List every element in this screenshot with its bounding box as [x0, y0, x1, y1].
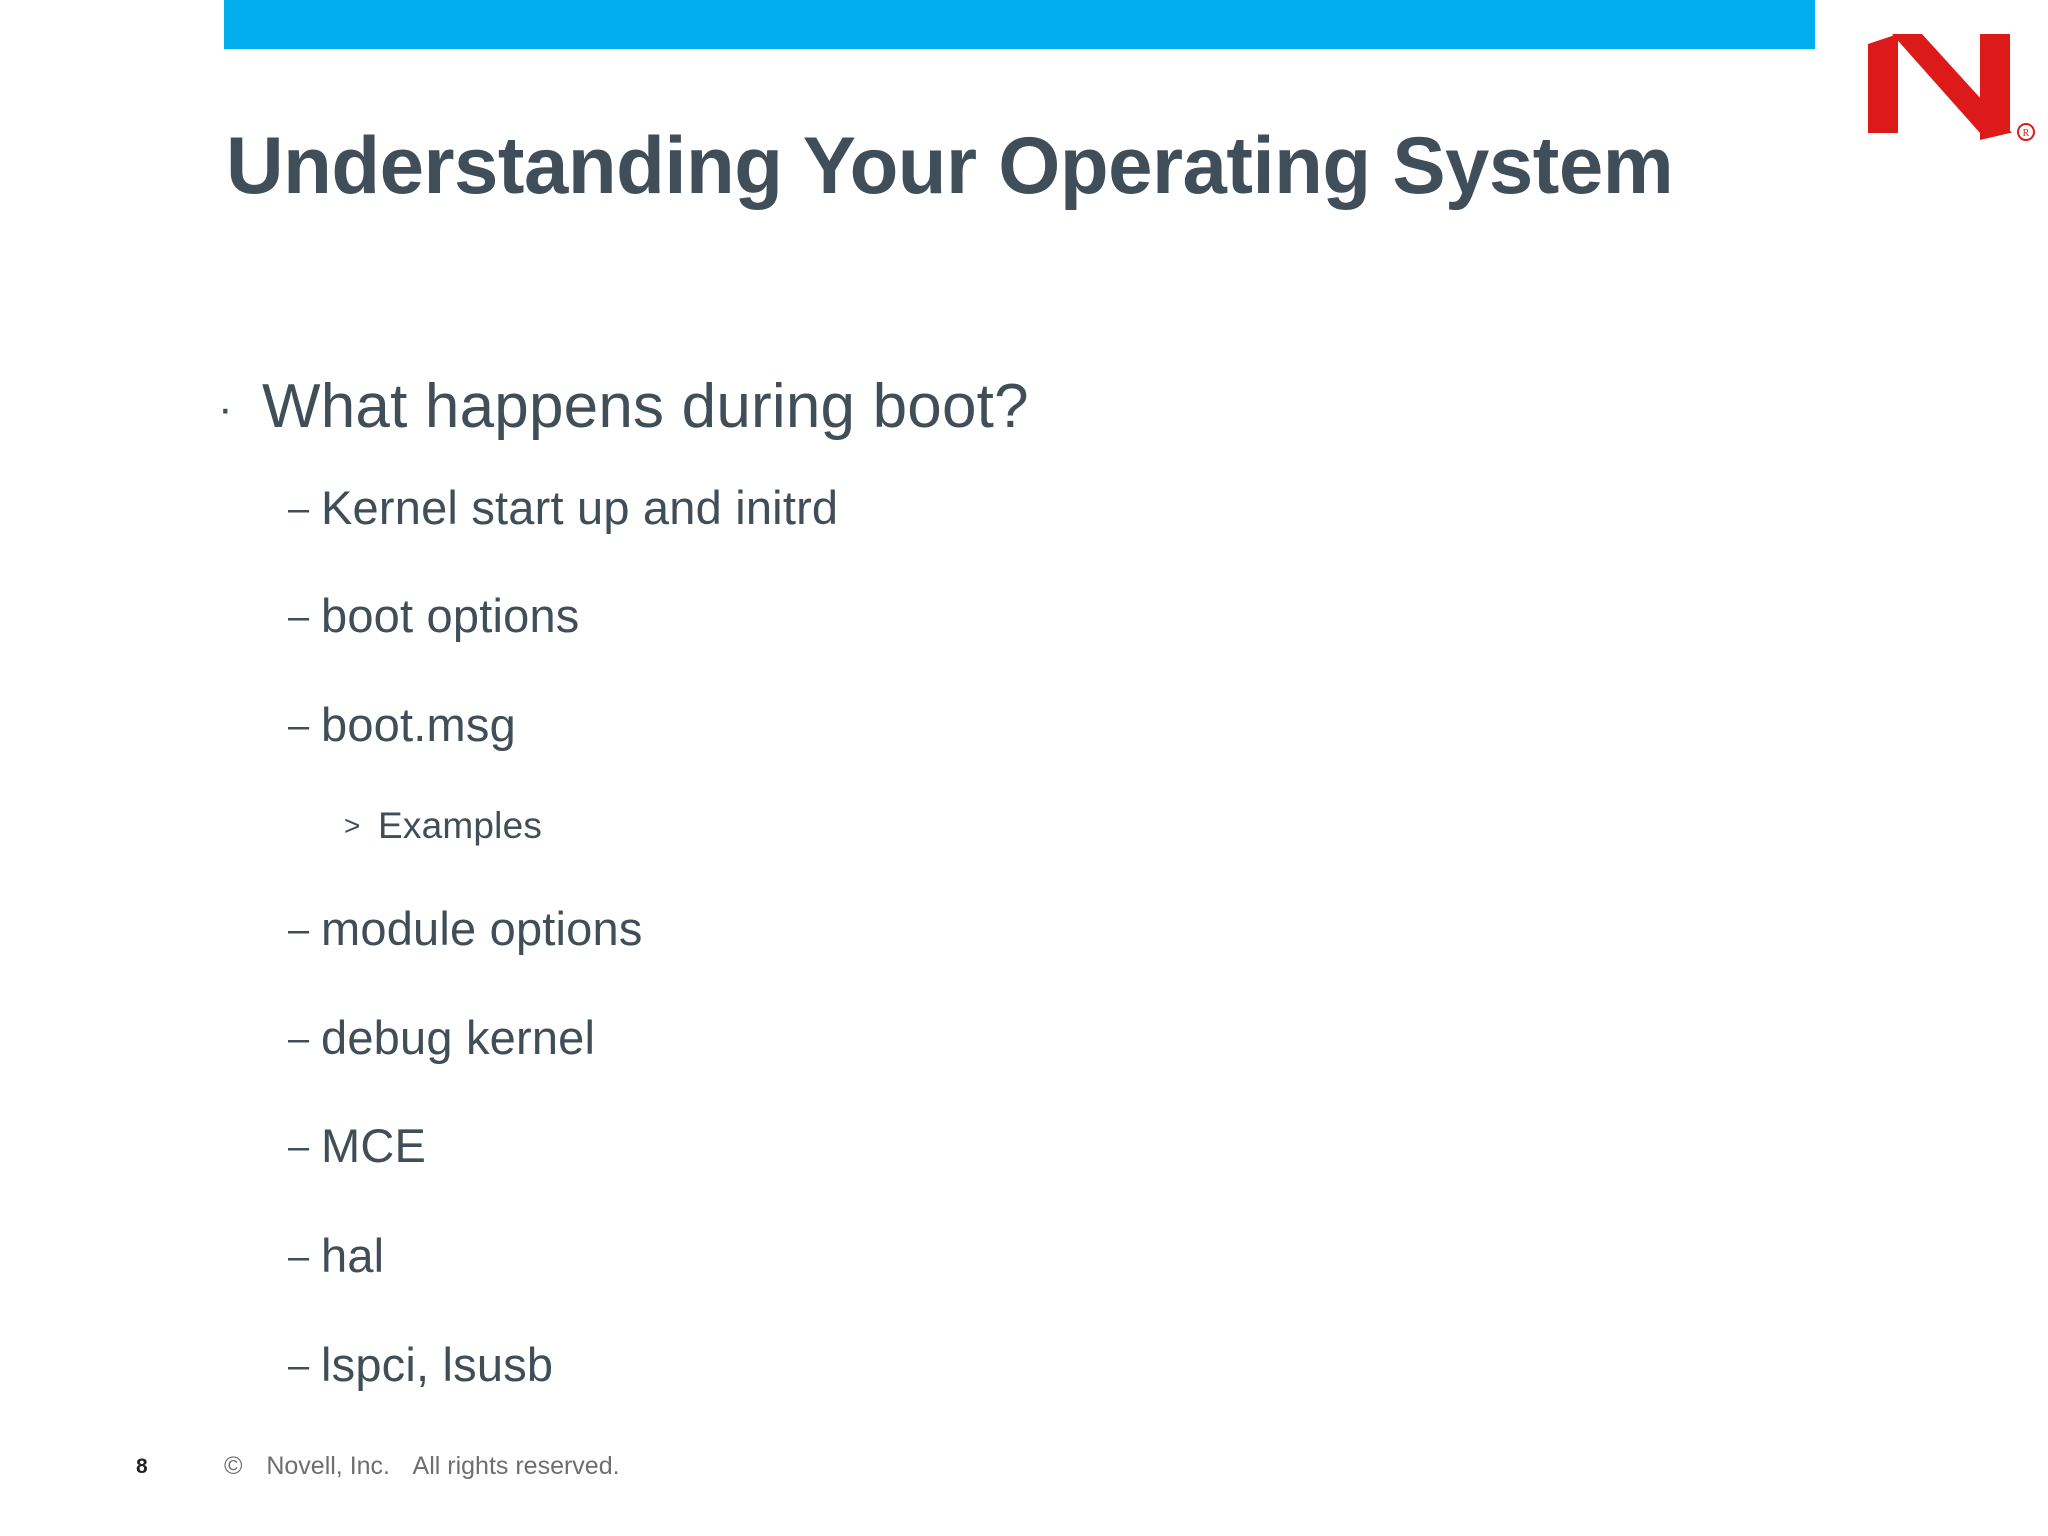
bullet-level2-label: module options	[321, 902, 643, 955]
bullet-level2-label: MCE	[321, 1119, 427, 1172]
bullet-level2-module-options: – module options	[288, 901, 643, 961]
novell-logo: R	[1862, 28, 2042, 148]
bullet-level2-hal: – hal	[288, 1228, 384, 1288]
bullet-dash-icon: –	[288, 488, 310, 530]
bullet-level2-label: lspci, lsusb	[321, 1338, 554, 1391]
bullet-level1-what-happens-during-boot: · What happens during boot?	[218, 372, 1029, 448]
bullet-dash-icon: –	[288, 705, 310, 747]
registered-mark-icon: R	[2017, 123, 2035, 141]
bullet-level2-kernel-start-up-and-initrd: – Kernel start up and initrd	[288, 480, 838, 540]
page-number: 8	[136, 1455, 148, 1478]
bullet-dash-icon: –	[288, 1018, 310, 1060]
bullet-level2-label: Kernel start up and initrd	[321, 481, 839, 534]
bullet-level2-label: boot options	[321, 589, 580, 642]
bullet-level2-lspci-lsusb: – lspci, lsusb	[288, 1337, 553, 1397]
bullet-level2-label: boot.msg	[321, 698, 516, 751]
bullet-level2-boot-msg: – boot.msg	[288, 697, 516, 757]
bullet-level2-label: hal	[321, 1229, 385, 1282]
bullet-level3-label: Examples	[378, 805, 543, 846]
bullet-dash-icon: –	[288, 909, 310, 951]
footer-company: Novell, Inc.	[266, 1452, 390, 1480]
bullet-level2-debug-kernel: – debug kernel	[288, 1010, 595, 1070]
bullet-dash-icon: –	[288, 1345, 310, 1387]
svg-text:R: R	[2023, 128, 2030, 139]
bullet-level2-boot-options: – boot options	[288, 588, 580, 648]
bullet-level1-label: What happens during boot?	[262, 372, 1029, 441]
bullet-dot-icon: ·	[218, 384, 233, 433]
bullet-level2-mce: – MCE	[288, 1118, 426, 1178]
footer-rights: All rights reserved.	[412, 1452, 620, 1480]
top-accent-bar	[224, 0, 1815, 49]
footer-copyright: © Novell, Inc. All rights reserved.	[224, 1452, 620, 1481]
copyright-symbol: ©	[224, 1452, 243, 1480]
bullet-dash-icon: –	[288, 596, 310, 638]
bullet-dash-icon: –	[288, 1126, 310, 1168]
bullet-level3-examples: > Examples	[344, 804, 542, 851]
bullet-dash-icon: –	[288, 1236, 310, 1278]
slide-title: Understanding Your Operating System	[226, 121, 1674, 211]
bullet-chevron-icon: >	[344, 810, 361, 841]
bullet-level2-label: debug kernel	[321, 1011, 596, 1064]
